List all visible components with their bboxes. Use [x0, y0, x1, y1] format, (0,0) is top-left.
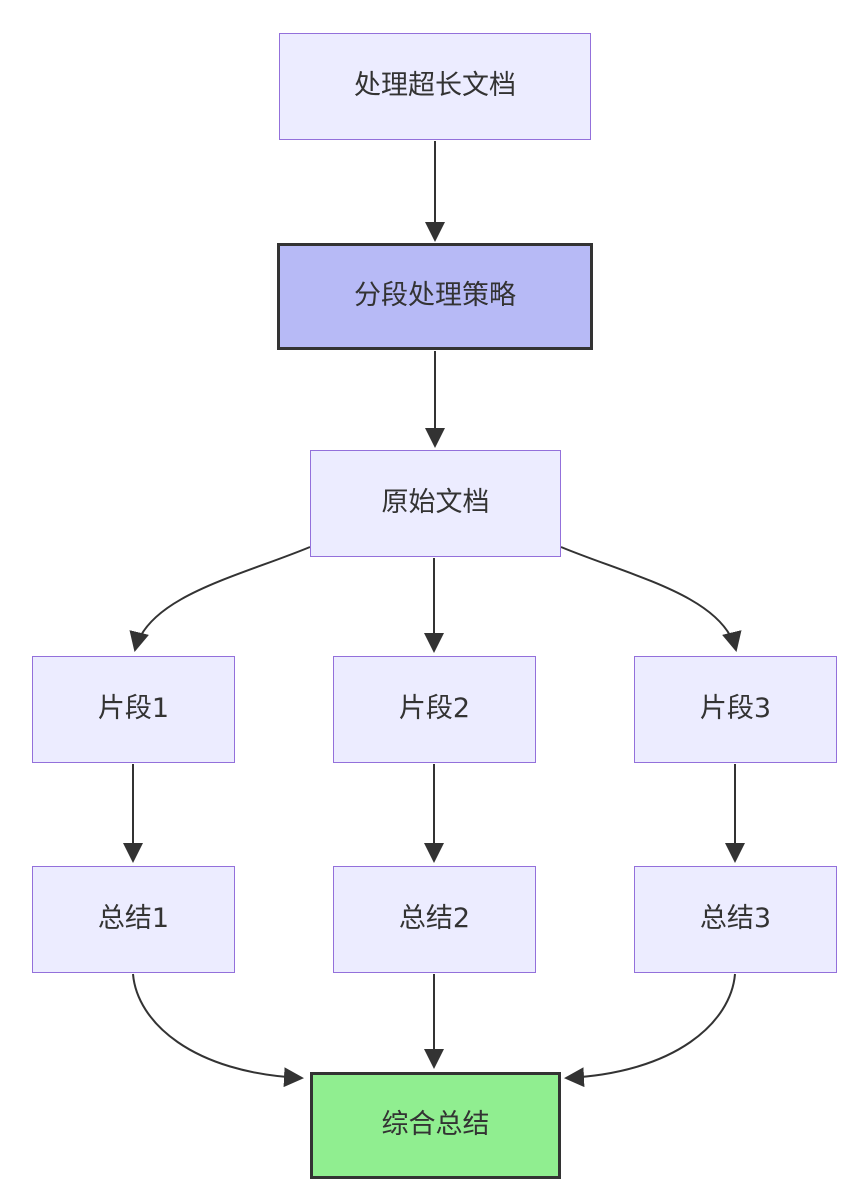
edge-source-to-fragment-3 [560, 546, 742, 652]
node-fragment-3: 片段3 [634, 656, 837, 763]
node-final-summary: 综合总结 [310, 1072, 561, 1179]
node-summary-1: 总结1 [32, 866, 235, 973]
node-fragment-1: 片段1 [32, 656, 235, 763]
node-task: 处理超长文档 [279, 33, 591, 140]
edge-source-to-fragment-1 [129, 546, 311, 652]
edge-summary-1-to-final [132, 973, 304, 1088]
node-strategy: 分段处理策略 [277, 243, 593, 350]
node-summary-3: 总结3 [634, 866, 837, 973]
edge-summary-3-to-final [564, 973, 736, 1088]
node-fragment-2: 片段2 [333, 656, 536, 763]
node-source-doc: 原始文档 [310, 450, 561, 557]
node-summary-2: 总结2 [333, 866, 536, 973]
